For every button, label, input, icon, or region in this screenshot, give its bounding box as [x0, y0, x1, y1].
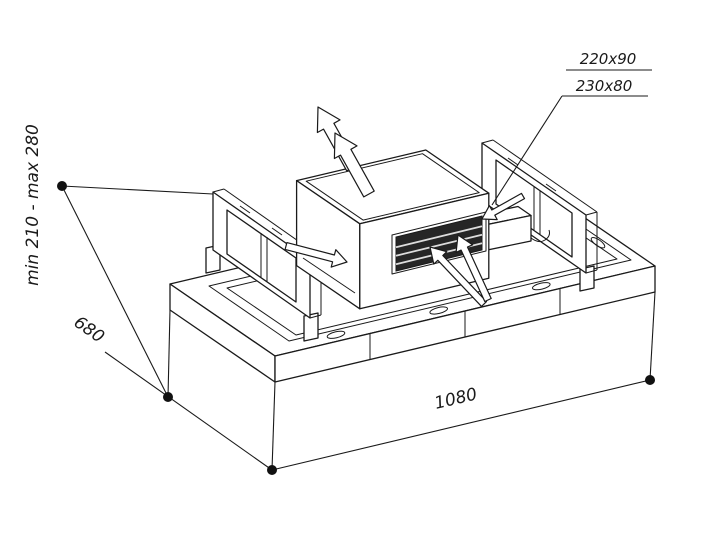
bracket-slot: [239, 205, 251, 214]
power-cable: [530, 229, 550, 243]
duct-size-label-primary: 220x90: [580, 50, 637, 68]
extension-line-panel-front-left: [271, 381, 276, 471]
extension-line-panel-left: [167, 309, 171, 398]
dimension-lines: [61, 185, 656, 471]
extension-line-panel-front-right: [649, 291, 656, 381]
duct-size-label-secondary: 230x80: [576, 77, 633, 95]
bracket-foot: [303, 312, 319, 342]
plenum-box: [295, 149, 490, 310]
dimension-label-height: min 210 - max 280: [23, 124, 43, 286]
dimension-label-length: 1080: [432, 384, 479, 413]
airflow-arrow-fork-1: [429, 246, 488, 307]
bracket-edge: [492, 139, 598, 213]
dimension-line-length: [271, 379, 651, 471]
extension-line-to-bracket: [61, 185, 214, 195]
bracket-edge: [585, 211, 598, 216]
exhaust-arrow-secondary: [333, 132, 375, 198]
airflow-arrow-fork-2: [455, 234, 492, 303]
vent-slot: [590, 236, 606, 249]
outlet-grille: [395, 215, 483, 272]
bracket-edge: [309, 314, 322, 319]
dimension-dot-front: [267, 465, 277, 475]
bracket-edge: [212, 188, 225, 193]
bracket-edge: [585, 269, 598, 274]
duct-size-callout: [491, 69, 652, 206]
vent-slot: [326, 330, 346, 339]
dimension-line-depth: [104, 351, 273, 471]
dimension-dot-height-top: [57, 181, 67, 191]
bracket-edge: [481, 139, 494, 144]
bracket-slot: [545, 183, 557, 192]
grille-slat: [395, 233, 483, 257]
box-left-face-line: [302, 257, 356, 294]
grille-slat: [395, 225, 483, 249]
dimension-dot-left: [163, 392, 173, 402]
dimension-line-height: [61, 185, 169, 398]
mounting-bracket-left: [205, 188, 322, 342]
airflow-arrow-right: [481, 192, 526, 221]
dimension-label-depth: 680: [70, 312, 108, 347]
bracket-slot: [271, 227, 283, 236]
box-lid: [305, 153, 480, 221]
dimension-dot-right: [645, 375, 655, 385]
vent-slot: [532, 282, 551, 291]
airflow-arrow-left: [284, 242, 348, 268]
leader-line: [491, 95, 563, 206]
bracket-slot: [507, 157, 519, 166]
vent-slot: [429, 306, 448, 315]
